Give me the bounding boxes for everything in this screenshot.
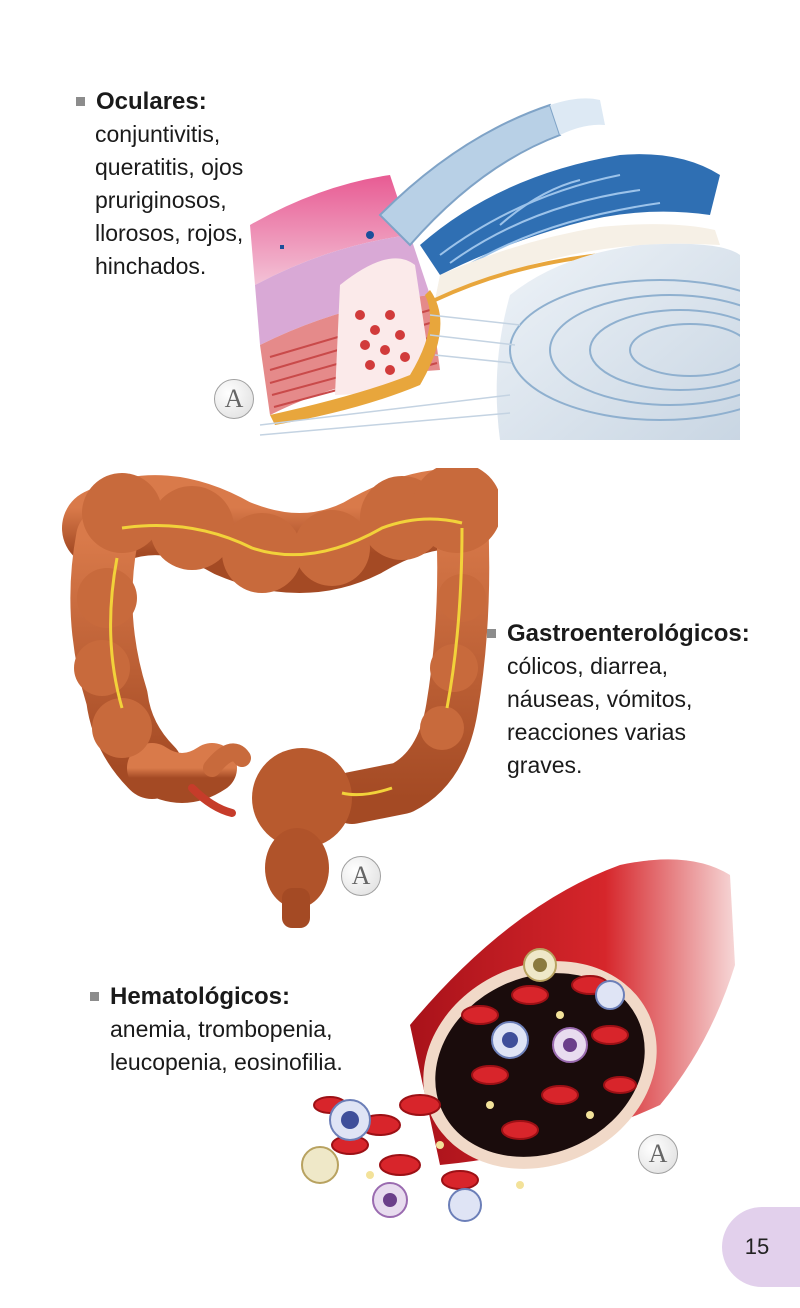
hema-line: anemia, trombopenia,	[110, 1016, 333, 1042]
gastro-heading-text: Gastroenterológicos:	[507, 620, 750, 647]
hema-line: leucopenia, eosinofilia.	[110, 1049, 343, 1075]
ocular-line: hinchados.	[95, 253, 207, 279]
hema-section: Hematológicos: anemia, trombopenia, leuc…	[90, 980, 343, 1079]
ocular-line: pruriginosos,	[95, 187, 227, 213]
gastro-line: reacciones varias	[507, 719, 686, 745]
gastro-heading: Gastroenterológicos:	[487, 617, 750, 650]
bullet-square-icon	[487, 629, 496, 638]
bullet-square-icon	[76, 97, 85, 106]
ocular-heading: Oculares:	[76, 85, 243, 118]
colon-illustration	[62, 468, 498, 928]
hema-heading-text: Hematológicos:	[110, 983, 291, 1010]
credit-letter: A	[351, 861, 371, 890]
credit-letter: A	[648, 1139, 668, 1168]
credit-letter: A	[224, 384, 244, 413]
gastro-line: cólicos, diarrea,	[507, 653, 669, 679]
blood-vessel-illustration	[301, 859, 735, 1222]
ocular-heading-text: Oculares:	[96, 88, 207, 115]
illustration-credit-mark: A	[638, 1134, 678, 1174]
illustration-credit-mark: A	[341, 856, 381, 896]
gastro-line: graves.	[507, 752, 583, 778]
page-number-tab: 15	[722, 1207, 800, 1287]
page-number: 15	[744, 1234, 770, 1259]
gastro-line: náuseas, vómitos,	[507, 686, 693, 712]
ocular-line: queratitis, ojos	[95, 154, 244, 180]
ocular-line: llorosos, rojos,	[95, 220, 244, 246]
hema-heading: Hematológicos:	[90, 980, 343, 1013]
gastro-section: Gastroenterológicos: cólicos, diarrea, n…	[487, 617, 750, 782]
ocular-line: conjuntivitis,	[95, 121, 221, 147]
bullet-square-icon	[90, 992, 99, 1001]
ocular-section: Oculares: conjuntivitis, queratitis, ojo…	[76, 85, 243, 283]
eye-illustration	[250, 98, 740, 440]
illustration-credit-mark: A	[214, 379, 254, 419]
